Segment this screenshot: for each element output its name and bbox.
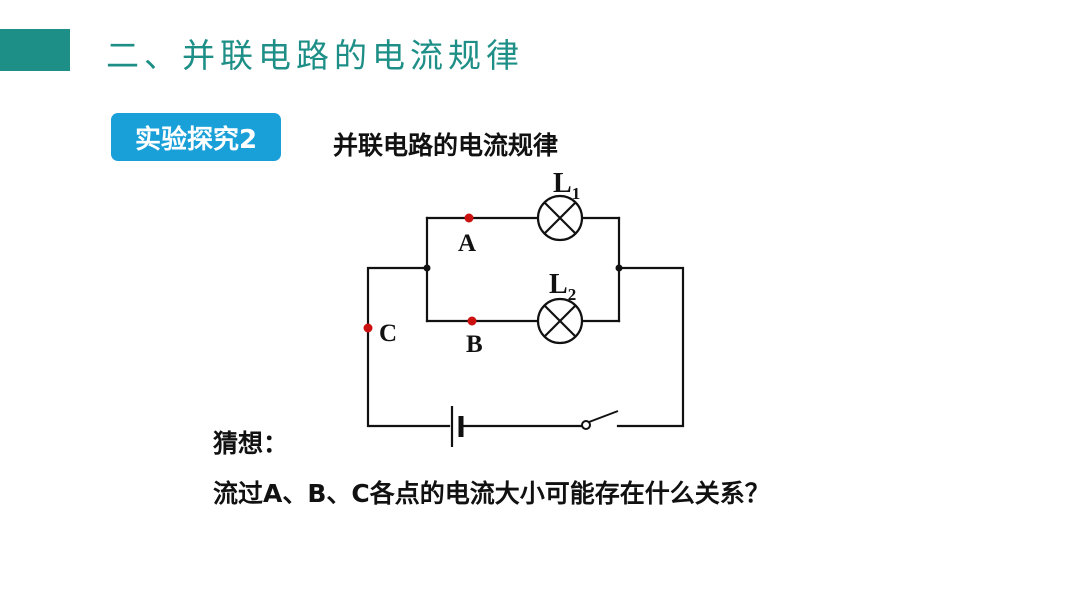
main-right-wire (616, 266, 685, 428)
point-a-label: A (458, 230, 476, 257)
point-c-marker (363, 323, 373, 333)
point-b-marker (467, 316, 477, 326)
guess-question: 流过A、B、C各点的电流大小可能存在什么关系？ (213, 479, 770, 508)
battery-icon (450, 406, 464, 447)
junction-node-left (423, 264, 431, 272)
switch-icon (581, 410, 619, 430)
slide-title: 二、并联电路的电流规律 (106, 36, 524, 75)
junction-node-right (615, 264, 623, 272)
lamp-l2-icon (536, 297, 584, 345)
point-c-label: C (379, 320, 397, 347)
lamp-l1-label: L1 (553, 168, 580, 203)
lamp-l1-icon (536, 194, 584, 242)
experiment-badge: 实验探究2 (111, 113, 281, 161)
point-b-label: B (466, 331, 483, 358)
lamp-l2-label: L2 (549, 269, 576, 304)
guess-label: 猜想： (213, 429, 289, 458)
diagram-subtitle: 并联电路的电流规律 (333, 131, 559, 160)
point-a-marker (464, 213, 474, 223)
main-left-wire (366, 266, 451, 428)
title-accent-bar (0, 29, 70, 71)
